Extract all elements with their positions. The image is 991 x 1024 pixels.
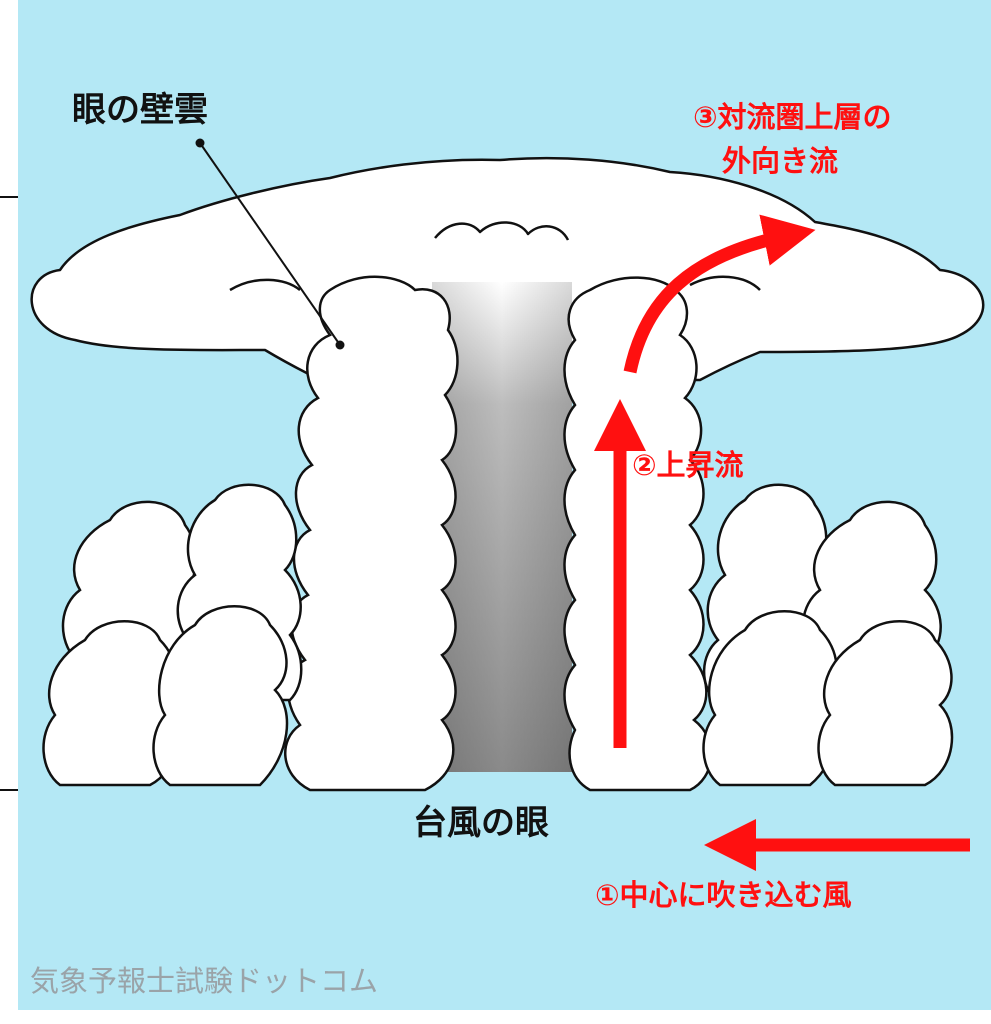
anvil-cloud <box>30 156 985 382</box>
left-outer-clouds <box>42 483 303 787</box>
eye-label: 台風の眼 <box>413 803 549 843</box>
eyewall-leader-line <box>199 142 341 346</box>
outflow-arrow <box>623 214 816 374</box>
inflow-label: ①中心に吹き込む風 <box>595 878 852 912</box>
updraft-label: ②上昇流 <box>632 448 744 482</box>
eyewall-leader-dot-top <box>195 138 205 148</box>
eyewall-label: 眼の壁雲 <box>72 90 208 130</box>
outflow-label-line1: ③対流圏上層の <box>693 100 892 134</box>
site-watermark: 気象予報士試験ドットコム <box>30 964 379 998</box>
outflow-label-line2: 外向き流 <box>722 144 839 178</box>
eyewall-leader-dot-bottom <box>335 340 345 350</box>
left-eyewall-cloud <box>284 275 459 792</box>
right-outer-clouds <box>702 483 954 787</box>
